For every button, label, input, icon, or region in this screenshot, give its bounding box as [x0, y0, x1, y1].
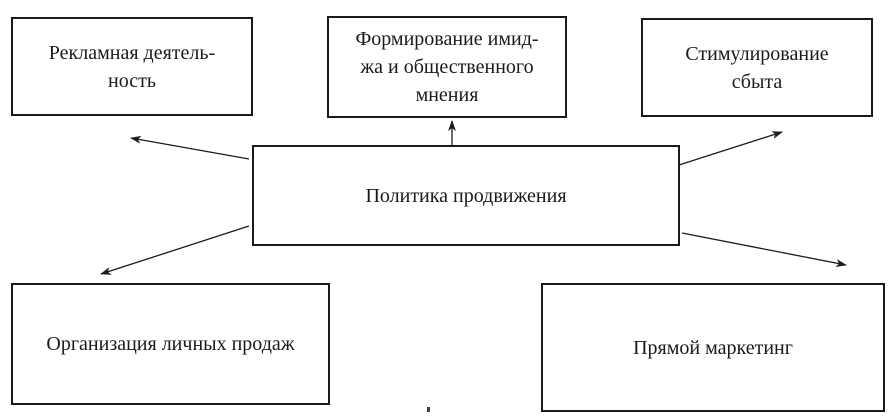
arrow-center-to-sales-promotion [678, 131, 783, 166]
node-direct-marketing: Прямой маркетинг [541, 283, 885, 412]
node-promotion-policy-label: Политика продвижения [365, 184, 567, 207]
node-image-formation-label: Формирование имид- жа и общественного мн… [355, 28, 539, 106]
arrow-center-to-direct-marketing [681, 232, 847, 268]
node-promotion-policy: Политика продвижения [252, 145, 680, 246]
node-sales-promotion-label: Стимулирование сбыта [685, 42, 829, 93]
caption-fragment [427, 407, 430, 412]
node-advertising-label: Рекламная деятель- ность [48, 41, 216, 92]
node-advertising: Рекламная деятель- ность [11, 17, 253, 116]
node-personal-sales-label: Организация личных продаж [46, 333, 295, 355]
node-image-formation: Формирование имид- жа и общественного мн… [327, 16, 567, 118]
arrow-center-to-advertising [130, 135, 250, 160]
arrow-center-to-personal-sales [100, 225, 250, 275]
node-sales-promotion: Стимулирование сбыта [641, 18, 873, 117]
node-personal-sales: Организация личных продаж [11, 283, 330, 405]
node-direct-marketing-label: Прямой маркетинг [633, 336, 793, 359]
